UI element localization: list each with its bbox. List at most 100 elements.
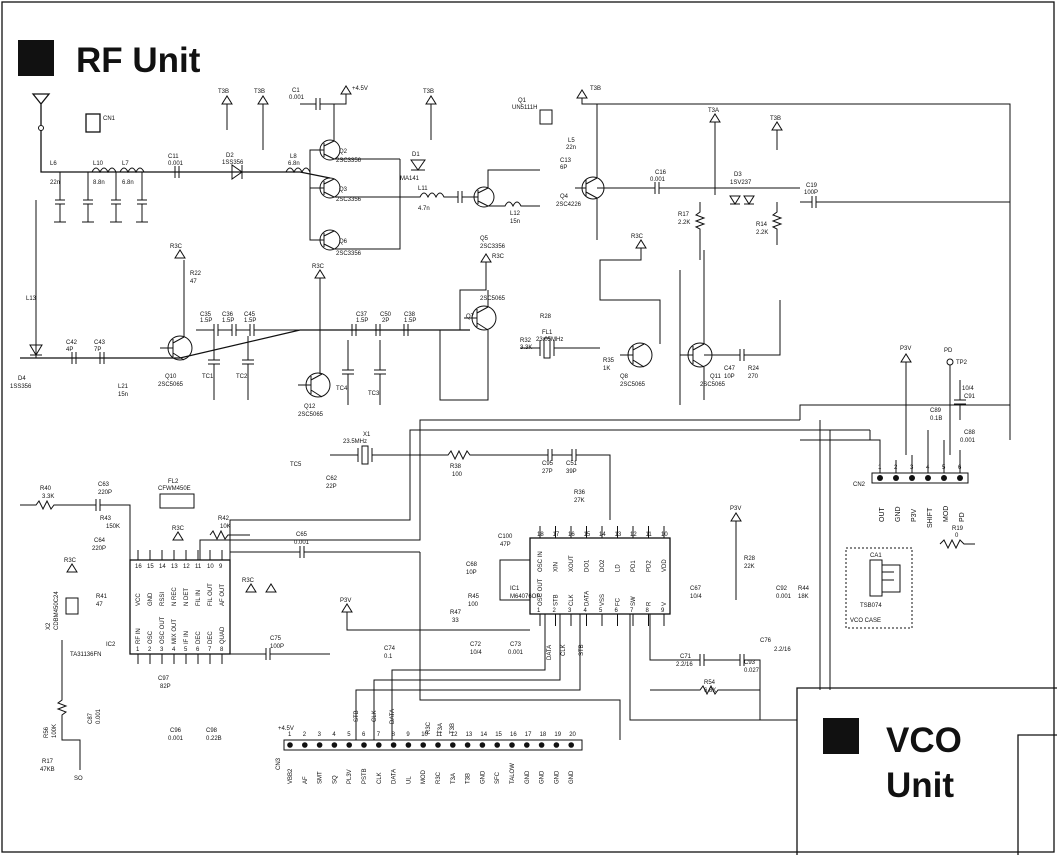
c16-value: 0.001 xyxy=(650,177,666,183)
q1-label: Q1 xyxy=(518,98,527,104)
r17-label: R17 xyxy=(42,759,54,765)
l21-value: 15n xyxy=(118,392,128,398)
c11-label: C11 xyxy=(168,154,179,160)
c11-value: 0.001 xyxy=(168,161,184,167)
ic2-pin-name: DEC xyxy=(208,631,214,644)
q7-transistor xyxy=(464,305,497,331)
ic2-pin-name: OSC OUT xyxy=(160,616,166,644)
c91-capacitor xyxy=(954,380,966,420)
r3c-label-mid: R3C xyxy=(242,578,255,584)
r44-value: 18K xyxy=(798,594,809,600)
ic2-pin-number: 16 xyxy=(135,564,142,570)
cn3-pin-name: GND xyxy=(525,770,531,784)
cn3-pin-number: 17 xyxy=(525,732,532,738)
x1-crystal xyxy=(330,445,430,465)
ic1-pin-name: PD2 xyxy=(647,560,653,572)
q2-part: 2SC3356 xyxy=(336,158,362,164)
c45-value: 1.5P xyxy=(244,318,256,324)
c47-value: 10P xyxy=(724,374,735,380)
q1-transistor xyxy=(539,109,553,125)
t3b-label-3: T3B xyxy=(423,89,434,95)
ic2-pin-name: QUAD xyxy=(220,626,226,644)
ic1-pin-number: 7 xyxy=(630,608,634,614)
ic2-pin-name: RF IN xyxy=(136,628,142,644)
t3b-supply-3 xyxy=(425,95,437,140)
r47-value: 33 xyxy=(452,618,459,624)
cn3-pin-number: 4 xyxy=(332,732,336,738)
ic1-label: IC1 xyxy=(510,586,520,592)
vco-unit-title-square xyxy=(823,718,859,754)
cn3-pin-number: 20 xyxy=(569,732,576,738)
c19-value: 100P xyxy=(804,190,818,196)
r24-value: 270 xyxy=(748,374,759,380)
c97-label: C97 xyxy=(158,676,170,682)
bus-stb2-label: STB xyxy=(579,644,585,656)
c73-label: C73 xyxy=(510,642,522,648)
c68-label: C68 xyxy=(466,562,478,568)
cn3-pin xyxy=(376,742,382,748)
p3v-label-right: P3V xyxy=(900,346,911,352)
c37-label: C37 xyxy=(356,312,368,318)
r54-value: 6.8K xyxy=(704,688,716,694)
l8-inductor xyxy=(285,167,311,174)
d2-label: D2 xyxy=(226,153,234,159)
c43-label: C43 xyxy=(94,340,106,346)
c47-label: C47 xyxy=(724,366,736,372)
ic1-pin-name: OSC IN xyxy=(538,551,544,572)
ca1-part xyxy=(869,559,883,597)
vco-unit-title-line1: VCO xyxy=(886,721,962,760)
q8-part: 2SC5065 xyxy=(620,382,646,388)
cn3-pin-number: 13 xyxy=(466,732,473,738)
q6-part: 2SC3356 xyxy=(336,251,362,257)
r3c-supply-q8 xyxy=(599,239,661,344)
t3b-supply-2 xyxy=(257,95,269,150)
cn3-pin xyxy=(346,742,353,748)
c71-value: 2.2/16 xyxy=(676,662,693,668)
cn3-pin-number: 15 xyxy=(495,732,502,738)
q6-label: Q6 xyxy=(339,239,348,245)
ic2-label: IC2 xyxy=(106,642,116,648)
cn3-pin xyxy=(390,742,397,748)
c72-label: C72 xyxy=(470,642,482,648)
ic1-pin-number: 10 xyxy=(661,532,668,538)
ic1-pin-name: SW xyxy=(631,596,637,606)
cn3-pin-name: GND xyxy=(554,770,560,784)
c88-label: C88 xyxy=(964,430,976,436)
ic1-pin-number: 6 xyxy=(615,608,619,614)
ic2-pin-number: 12 xyxy=(183,564,190,570)
q8-transistor xyxy=(620,342,653,368)
r14-resistor xyxy=(771,202,783,245)
q5-label: Q5 xyxy=(480,236,489,242)
c42-value: 4P xyxy=(66,347,73,353)
t3b-label-5: T3B xyxy=(770,116,781,122)
ic2-pin-name: GND xyxy=(148,592,154,606)
ic1-pin-number: 16 xyxy=(568,532,575,538)
bus-clk-label: CLK xyxy=(372,710,378,722)
c42-label: C42 xyxy=(66,340,78,346)
r24-label: R24 xyxy=(748,366,760,372)
r19-value: 0 xyxy=(955,533,959,539)
d1-label: D1 xyxy=(412,152,420,158)
cn3-pin-name: GND xyxy=(569,770,575,784)
c96b-value: 0.001 xyxy=(168,736,184,742)
cn3-pin-number: 18 xyxy=(540,732,547,738)
c1-capacitor xyxy=(300,94,347,110)
c63-value: 220P xyxy=(98,490,112,496)
cn3-pin-number: 7 xyxy=(377,732,381,738)
cn3-label: CN3 xyxy=(276,757,282,770)
q7-label: Q7 xyxy=(466,314,475,320)
cn3-pin-number: 2 xyxy=(303,732,307,738)
cn3-pin-name: R3C xyxy=(436,771,442,784)
cn3-pin-name: SFC xyxy=(495,771,501,784)
cn3-pin-name: PL3V xyxy=(347,769,353,784)
l7-value: 6.8n xyxy=(122,180,134,186)
c71-label: C71 xyxy=(680,654,692,660)
d4-part: 1SS356 xyxy=(10,384,32,390)
ic1-pin-number: 14 xyxy=(599,532,606,538)
cn3-pin xyxy=(509,742,515,748)
c36-value: 1.5P xyxy=(222,318,234,324)
cn3-pin-number: 10 xyxy=(421,732,428,738)
rf-unit-title: RF Unit xyxy=(76,41,201,80)
